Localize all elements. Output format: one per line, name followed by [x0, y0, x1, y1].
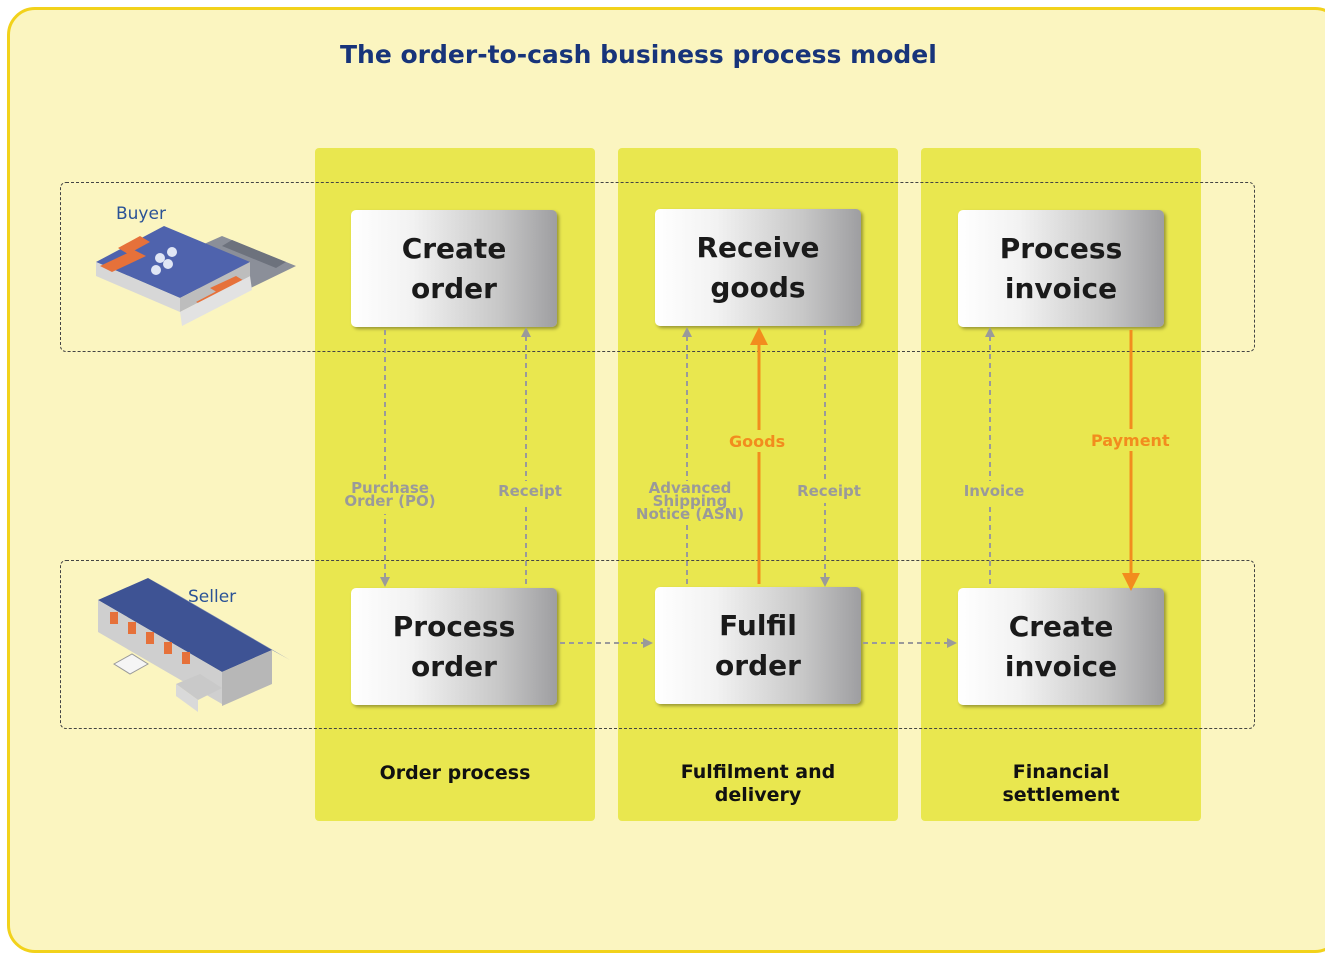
- po-label-bg: [350, 480, 430, 514]
- receive-goods-box: Receive goods: [655, 209, 861, 326]
- lane-label: Order process: [379, 762, 531, 784]
- receipt-label-bg: [797, 481, 861, 503]
- goods-label-bg: [735, 430, 785, 452]
- receipt-label: Receipt: [797, 482, 861, 500]
- create-invoice-box: Create invoice: [958, 588, 1164, 705]
- payment-label: Payment: [1091, 431, 1170, 450]
- payment-label-bg: [1090, 429, 1172, 451]
- seller-label: Seller: [188, 587, 237, 607]
- invoice-label: Invoice: [963, 482, 1025, 500]
- flow-arrows: [380, 327, 1140, 648]
- buyer-band: [60, 182, 1255, 352]
- process-invoice-box: Process invoice: [958, 210, 1164, 327]
- asn-label: Advanced Shipping Notice (ASN): [635, 479, 745, 523]
- asn-label-bg: [642, 481, 742, 525]
- create-order-box: Create order: [351, 210, 557, 327]
- invoice-label-bg: [962, 481, 1026, 503]
- buyer-label: Buyer: [116, 204, 166, 224]
- receipt-label-bg: [498, 481, 562, 503]
- process-order-box: Process order: [351, 588, 557, 705]
- party-illustrations: [96, 226, 296, 712]
- fulfil-order-box: Fulfil order: [655, 587, 861, 704]
- lane-label: Financial settlement: [1002, 761, 1120, 806]
- goods-label: Goods: [729, 432, 786, 451]
- diagram-canvas: The order-to-cash business process model…: [7, 7, 1325, 953]
- purchase-order-label: Purchase Order (PO): [344, 479, 436, 510]
- buyer-building-icon: [96, 226, 296, 326]
- receipt-label: Receipt: [498, 482, 562, 500]
- lane-label: Fulfilment and delivery: [680, 761, 836, 806]
- seller-band: [60, 560, 1255, 729]
- seller-warehouse-icon: [98, 578, 290, 712]
- diagram-title: The order-to-cash business process model: [340, 40, 937, 69]
